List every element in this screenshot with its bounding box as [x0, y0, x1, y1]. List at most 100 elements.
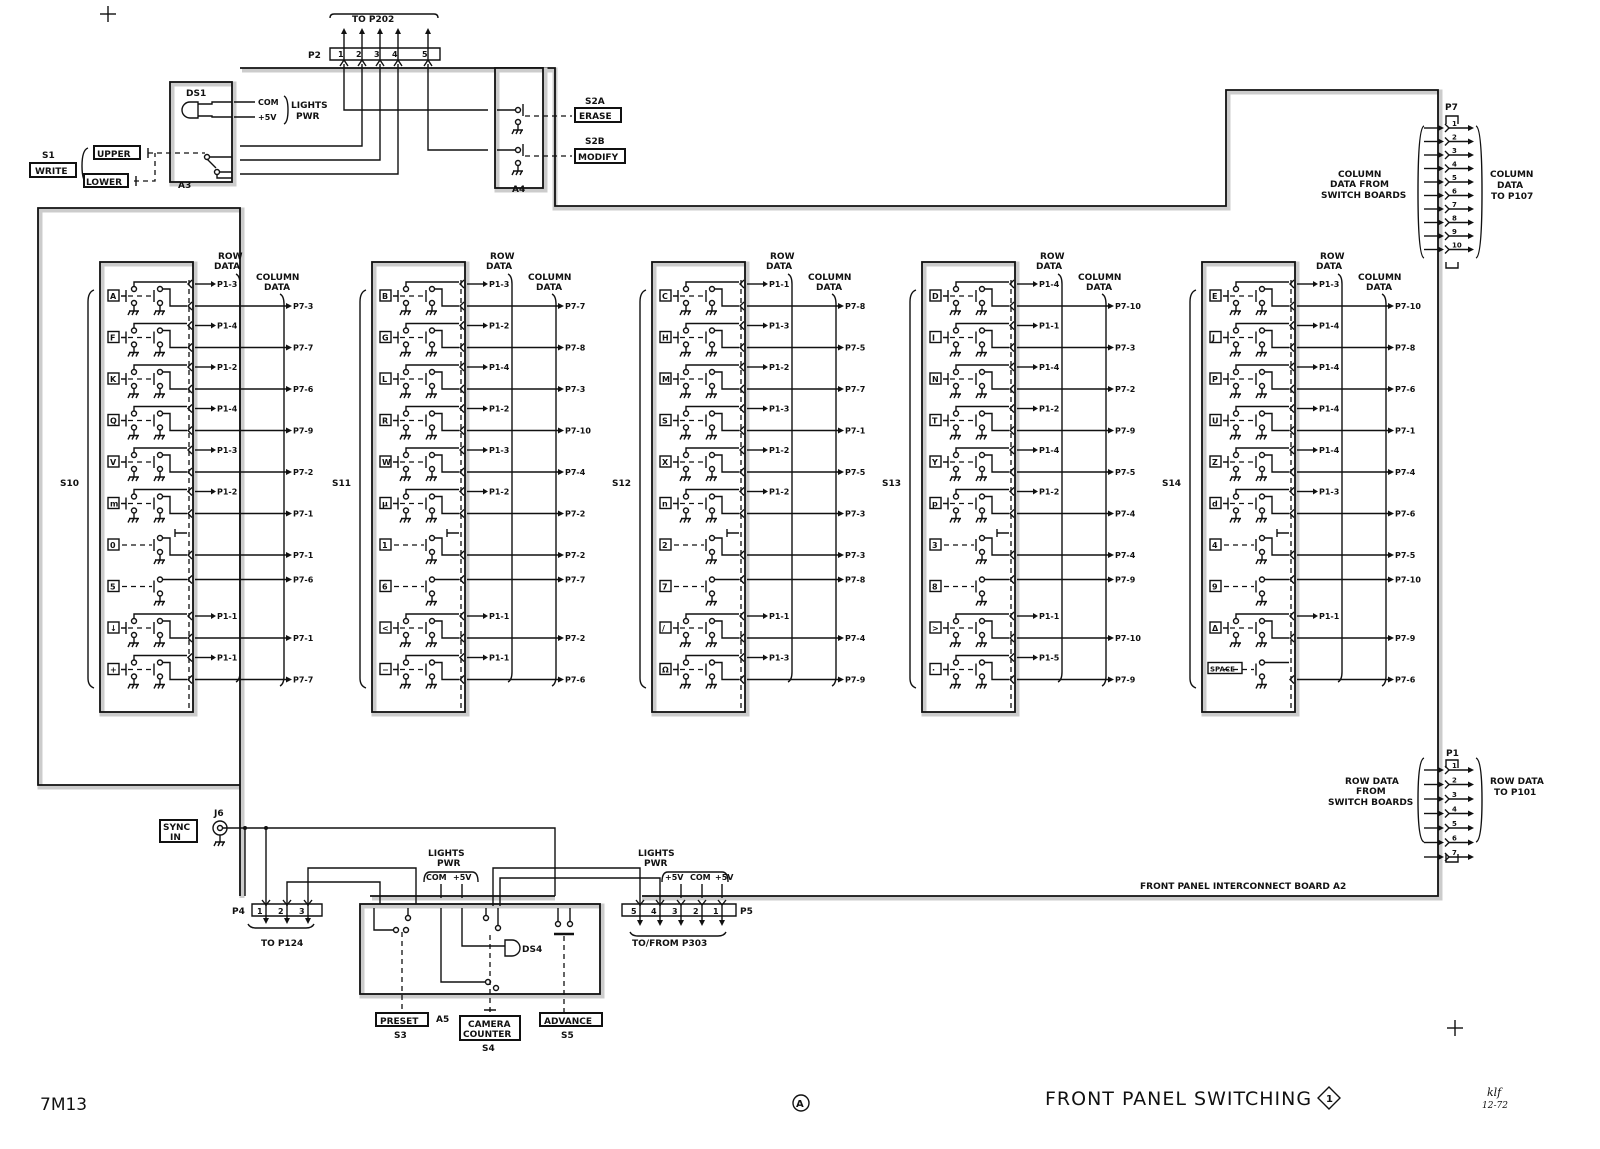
- key-switch-/: /P1-1P7-4: [659, 611, 866, 648]
- board-a5: A5: [359, 903, 605, 1025]
- svg-text:klf: klf: [1487, 1086, 1503, 1099]
- svg-text:ROW DATA: ROW DATA: [1345, 777, 1399, 787]
- p4-pin-3: 3: [299, 899, 313, 924]
- key-switch-·: ·P1-5P7-9: [929, 653, 1136, 689]
- svg-text:2: 2: [1452, 777, 1457, 785]
- registration-mark-bottom-right: [1447, 1020, 1463, 1036]
- svg-text:P1-1: P1-1: [217, 612, 238, 621]
- svg-text:P1-4: P1-4: [1319, 363, 1340, 372]
- p5-pin-2: 2: [693, 884, 707, 926]
- svg-text:P1-1: P1-1: [489, 612, 510, 621]
- svg-text:5: 5: [1452, 820, 1457, 828]
- svg-text:P1-1: P1-1: [1039, 322, 1060, 331]
- svg-text:1: 1: [257, 907, 263, 916]
- svg-text:Δ: Δ: [1212, 624, 1219, 633]
- svg-text:P7-6: P7-6: [1395, 385, 1416, 394]
- p7-pin-3: 3: [1424, 147, 1474, 160]
- svg-text:P7-2: P7-2: [1115, 385, 1135, 394]
- svg-text:p: p: [932, 500, 938, 509]
- board-a4: [494, 67, 548, 193]
- svg-text:COLUMN: COLUMN: [1338, 170, 1381, 180]
- svg-text:R: R: [382, 417, 388, 426]
- svg-text:COM: COM: [258, 98, 279, 107]
- svg-text:P7-6: P7-6: [293, 576, 314, 585]
- svg-text:SWITCH BOARDS: SWITCH BOARDS: [1321, 191, 1406, 201]
- key-switch-5: 5P7-6: [107, 575, 314, 606]
- svg-text:SPACE: SPACE: [1210, 666, 1235, 674]
- key-switch-A: AP1-3P7-3: [107, 279, 313, 316]
- svg-text:2: 2: [1452, 134, 1457, 142]
- svg-text:DATA: DATA: [536, 283, 562, 293]
- key-switch-Z: ZP1-4P7-4: [1209, 445, 1416, 482]
- svg-text:PWR: PWR: [644, 859, 668, 869]
- svg-text:P7-5: P7-5: [1395, 551, 1416, 560]
- key-switch-m: mP1-2P7-1: [107, 487, 314, 523]
- switch-board-s14: S14ROWDATACOLUMNDATAEP1-3P7-10JP1-4P7-8P…: [1162, 252, 1421, 717]
- svg-text:P1-2: P1-2: [769, 446, 789, 455]
- p7-pin-7: 7: [1424, 201, 1474, 214]
- p2-wiring: [240, 64, 488, 175]
- title-diamond-symbol: 1: [1317, 1086, 1341, 1110]
- svg-text:PWR: PWR: [437, 859, 461, 869]
- svg-text:K: K: [110, 375, 117, 384]
- svg-text:COLUMN: COLUMN: [528, 273, 571, 283]
- svg-text:P1: P1: [1446, 749, 1459, 759]
- svg-text:DATA: DATA: [1366, 283, 1392, 293]
- lights-pwr-bottom: LIGHTS PWR COM +5V: [423, 849, 661, 983]
- p1-pin-6: 6: [1424, 835, 1474, 847]
- p1-pin-4: 4: [1424, 806, 1474, 818]
- svg-text:IN: IN: [170, 833, 181, 843]
- drawing-title: FRONT PANEL SWITCHING: [1045, 1088, 1312, 1110]
- key-switch-μ: μP1-2P7-2: [379, 487, 585, 523]
- svg-text:COM: COM: [426, 873, 447, 882]
- p7-pin-4: 4: [1424, 161, 1474, 173]
- key-switch-<: <P1-1P7-2: [379, 611, 585, 648]
- svg-text:TO/FROM P303: TO/FROM P303: [632, 939, 707, 949]
- svg-text:P7-7: P7-7: [845, 385, 865, 394]
- svg-text:P1-3: P1-3: [1319, 488, 1339, 497]
- svg-text:P7-4: P7-4: [1115, 510, 1136, 519]
- p1-pin-3: 3: [1424, 791, 1474, 804]
- key-switch-T: TP1-2P7-9: [929, 404, 1136, 440]
- svg-text:↓: ↓: [110, 624, 117, 633]
- svg-text:P7-7: P7-7: [565, 576, 585, 585]
- svg-text:S10: S10: [60, 479, 79, 489]
- key-switch-−: −P1-1P7-6: [379, 653, 586, 689]
- svg-text:UPPER: UPPER: [97, 150, 131, 160]
- key-switch-C: CP1-1P7-8: [659, 279, 866, 316]
- svg-text:ROW: ROW: [490, 252, 515, 262]
- svg-text:P7-7: P7-7: [293, 344, 313, 353]
- p7-pin-10: 10: [1424, 242, 1474, 254]
- svg-text:DATA: DATA: [766, 262, 792, 272]
- svg-text:Q: Q: [110, 417, 117, 426]
- connector-p4: P4 TO P124: [232, 867, 417, 949]
- svg-text:1: 1: [382, 541, 388, 550]
- switch-board-s12: S12ROWDATACOLUMNDATACP1-1P7-8HP1-3P7-5MP…: [612, 252, 866, 717]
- p2-pin-5: 5: [422, 28, 433, 67]
- svg-text:P1-2: P1-2: [489, 405, 509, 414]
- svg-text:P: P: [1212, 375, 1218, 384]
- svg-text:P7-10: P7-10: [1395, 576, 1421, 585]
- switch-board-s13: S13ROWDATACOLUMNDATADP1-4P7-10IP1-1P7-3N…: [882, 252, 1141, 717]
- svg-text:2: 2: [278, 907, 284, 916]
- p7-pin-9: 9: [1424, 228, 1474, 241]
- p2-pin-2: 2: [356, 28, 367, 67]
- svg-text:7: 7: [1452, 849, 1457, 857]
- svg-text:S12: S12: [612, 479, 631, 489]
- key-upper: [93, 145, 141, 160]
- key-switch-P: P P1-4P7-6: [1209, 362, 1416, 399]
- svg-text:U: U: [1212, 417, 1219, 426]
- svg-text:P7-2: P7-2: [293, 468, 313, 477]
- key-switch-d: dP1-3P7-6: [1209, 487, 1416, 523]
- key-switch-Ω: ΩP1-3P7-9: [659, 653, 866, 689]
- sync-in-input: SYNC IN J6: [159, 809, 556, 906]
- svg-text:A4: A4: [512, 185, 525, 195]
- p4-pin-1: 1: [257, 899, 271, 924]
- svg-text:5: 5: [631, 907, 637, 916]
- p5-pin-4: 4: [651, 899, 665, 926]
- drawing-number: 7M13: [40, 1095, 87, 1115]
- p1-pin-1: 1: [1424, 762, 1474, 775]
- key-switch-F: FP1-4P7-7: [107, 321, 313, 357]
- svg-text:d: d: [1212, 500, 1218, 509]
- svg-text:3: 3: [672, 907, 678, 916]
